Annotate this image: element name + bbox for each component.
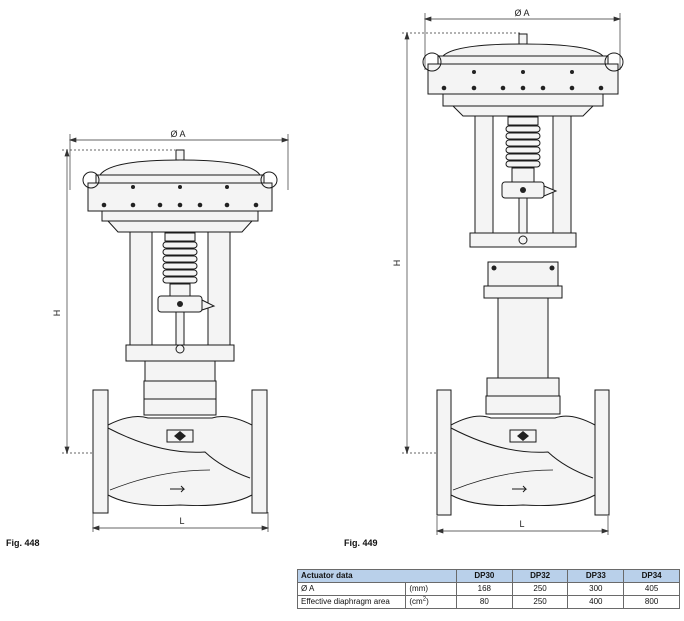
- dim-h-label-448: H: [52, 310, 62, 317]
- table-header-row: Actuator data DP30 DP32 DP33 DP34: [297, 569, 680, 583]
- dim-a-label-448: Ø A: [170, 129, 185, 139]
- table-cell: 168: [455, 582, 513, 596]
- table-title: Actuator data: [297, 569, 457, 583]
- yoke-448: [125, 231, 235, 362]
- dim-h-448: [62, 148, 175, 455]
- column-header: DP34: [623, 569, 680, 583]
- yoke-449: [469, 115, 577, 248]
- column-header: DP32: [511, 569, 569, 583]
- actuator-448: [82, 149, 278, 233]
- table-cell: 400: [567, 595, 625, 609]
- dim-a-448: [68, 134, 290, 190]
- dim-a-label-449: Ø A: [514, 8, 529, 18]
- figure-449-drawing: [402, 13, 624, 535]
- table-cell: 250: [511, 582, 569, 596]
- actuator-449: [422, 33, 624, 117]
- dim-h-label-449: H: [392, 260, 402, 267]
- figure-448-caption: Fig. 448: [6, 538, 40, 548]
- table-row: Ø A (mm) 168 250 300 405: [296, 582, 680, 596]
- row-unit: (mm): [405, 582, 457, 596]
- table-cell: 250: [511, 595, 569, 609]
- valve-body-448: [92, 360, 268, 514]
- valve-body-449: [436, 377, 610, 516]
- row-label: Ø A: [296, 582, 407, 596]
- dim-l-448: [91, 512, 270, 532]
- row-unit: (cm2): [405, 595, 457, 609]
- actuator-data-table: Actuator data DP30 DP32 DP33 DP34 Ø A (m…: [296, 569, 680, 609]
- figure-449-caption: Fig. 449: [344, 538, 378, 548]
- row-label: Effective diaphragm area: [296, 595, 407, 609]
- table-cell: 80: [455, 595, 513, 609]
- table-row: Effective diaphragm area (cm2) 80 250 40…: [296, 595, 680, 609]
- table-cell: 800: [623, 595, 680, 609]
- column-header: DP30: [455, 569, 513, 583]
- valve-drawings: Ø A H L Ø A H L: [52, 8, 624, 535]
- dim-l-label-449: L: [519, 519, 524, 529]
- dim-h-449: [402, 31, 520, 455]
- figure-448-drawing: [62, 134, 290, 532]
- dim-l-label-448: L: [179, 516, 184, 526]
- dim-l-449: [435, 516, 610, 535]
- table-cell: 300: [567, 582, 625, 596]
- extension-bonnet-449: [483, 261, 563, 379]
- dim-a-449: [423, 13, 622, 70]
- table-cell: 405: [623, 582, 680, 596]
- column-header: DP33: [567, 569, 625, 583]
